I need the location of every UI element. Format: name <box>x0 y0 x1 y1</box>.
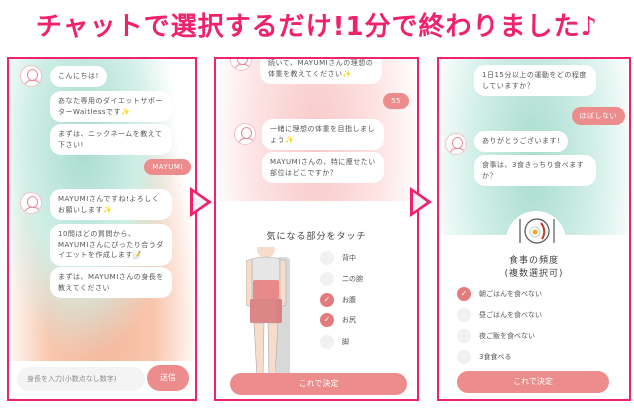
height-input[interactable]: 身長を入力(小数点なし数字) <box>17 367 145 391</box>
option-upper-arm[interactable]: 二の腕 <box>320 272 363 286</box>
next-arrow-icon <box>190 187 212 217</box>
checkbox[interactable] <box>457 308 471 322</box>
bot-message: まずは、ニックネームを教えて下さい! <box>50 124 172 155</box>
body-part-selector: 気になる部分をタッチ 背中 二の腕 ✓ お腹 ✓ お尻 脚 これで決定 <box>216 201 417 399</box>
bot-message: 続いて、MAYUMIさんの理想の体重を教えてください✨ <box>260 59 382 84</box>
bot-message: MAYUMIさんですね!よろしくお願いします✨ <box>50 189 172 220</box>
bot-message: あなた専用のダイエットサポーターWaitlessです✨ <box>50 91 172 122</box>
chat-screen-2: 続いて、MAYUMIさんの理想の体重を教えてください✨ 55 一緒に理想の体重を… <box>214 57 419 401</box>
bot-avatar <box>234 123 256 145</box>
checkbox-checked[interactable]: ✓ <box>320 293 334 307</box>
option-skip-breakfast[interactable]: ✓ 朝ごはんを食べない <box>457 287 542 301</box>
bot-message: 1日15分以上の運動をどの程度していますか？ <box>474 65 596 96</box>
option-label: 3食食べる <box>479 353 512 361</box>
bot-avatar <box>230 59 252 71</box>
option-label: 背中 <box>342 254 356 262</box>
option-label: お腹 <box>342 296 356 304</box>
checkbox[interactable] <box>320 272 334 286</box>
checkbox-checked[interactable]: ✓ <box>320 313 334 327</box>
bot-message: こんにちは! <box>50 66 107 87</box>
bot-avatar <box>20 65 42 87</box>
input-bar: 身長を入力(小数点なし数字) 送信 <box>9 361 195 399</box>
chat-screen-3: 1日15分以上の運動をどの程度していますか？ ほぼしない ありがとうございます!… <box>437 57 631 401</box>
option-back[interactable]: 背中 <box>320 251 356 265</box>
user-message: MAYUMI <box>144 159 191 175</box>
bot-message: 一緒に理想の体重を目指しましょう✨ <box>262 119 384 150</box>
option-label: 二の腕 <box>342 275 363 283</box>
send-button[interactable]: 送信 <box>147 365 189 391</box>
option-label: 朝ごはんを食べない <box>479 290 542 298</box>
checkbox[interactable] <box>320 251 334 265</box>
decide-button[interactable]: これで決定 <box>230 373 407 395</box>
option-hips[interactable]: ✓ お尻 <box>320 313 356 327</box>
option-label: 昼ごはんを食べない <box>479 311 542 319</box>
selector-heading: 食事の頻度 <box>508 256 559 266</box>
user-message: 55 <box>383 93 409 109</box>
bot-message: 10問ほどの質問から、MAYUMIさんにぴったり合うダイエットを作成します📝 <box>50 224 172 266</box>
bot-message: ありがとうございます! <box>474 131 569 152</box>
option-belly[interactable]: ✓ お腹 <box>320 293 356 307</box>
checkbox-checked[interactable]: ✓ <box>457 287 471 301</box>
option-skip-lunch[interactable]: 昼ごはんを食べない <box>457 308 542 322</box>
meal-plate-icon <box>519 218 555 244</box>
bot-avatar <box>445 133 467 155</box>
bot-avatar <box>20 192 42 214</box>
option-skip-dinner[interactable]: 夜ご飯を食べない <box>457 329 535 343</box>
checkbox[interactable] <box>457 350 471 364</box>
option-legs[interactable]: 脚 <box>320 335 349 349</box>
selector-heading: 気になる部分をタッチ <box>266 232 367 242</box>
headline: チャットで選択するだけ!1分で終わりました♪ <box>35 12 599 42</box>
bot-message: MAYUMIさんの、特に痩せたい部位はどこですか？ <box>262 152 384 183</box>
chat-screen-1: こんにちは! あなた専用のダイエットサポーターWaitlessです✨ まずは、ニ… <box>7 57 197 401</box>
option-label: 脚 <box>342 338 349 346</box>
option-label: お尻 <box>342 316 356 324</box>
next-arrow-icon <box>410 187 432 217</box>
checkbox[interactable] <box>457 329 471 343</box>
meal-frequency-selector: 食事の頻度 (複数選択可) ✓ 朝ごはんを食べない 昼ごはんを食べない 夜ご飯を食… <box>439 218 629 399</box>
option-three-meals[interactable]: 3食食べる <box>457 350 511 364</box>
selector-subheading: (複数選択可) <box>504 269 564 279</box>
bot-message: まずは、MAYUMIさんの身長を教えてください <box>50 267 172 298</box>
body-illustration-icon <box>246 247 290 377</box>
checkbox[interactable] <box>320 335 334 349</box>
bot-message: 食事は、3食きっちり食べますか？ <box>474 155 596 186</box>
option-label: 夜ご飯を食べない <box>479 332 535 340</box>
decide-button[interactable]: これで決定 <box>457 371 609 393</box>
user-message: ほぼしない <box>571 107 625 125</box>
